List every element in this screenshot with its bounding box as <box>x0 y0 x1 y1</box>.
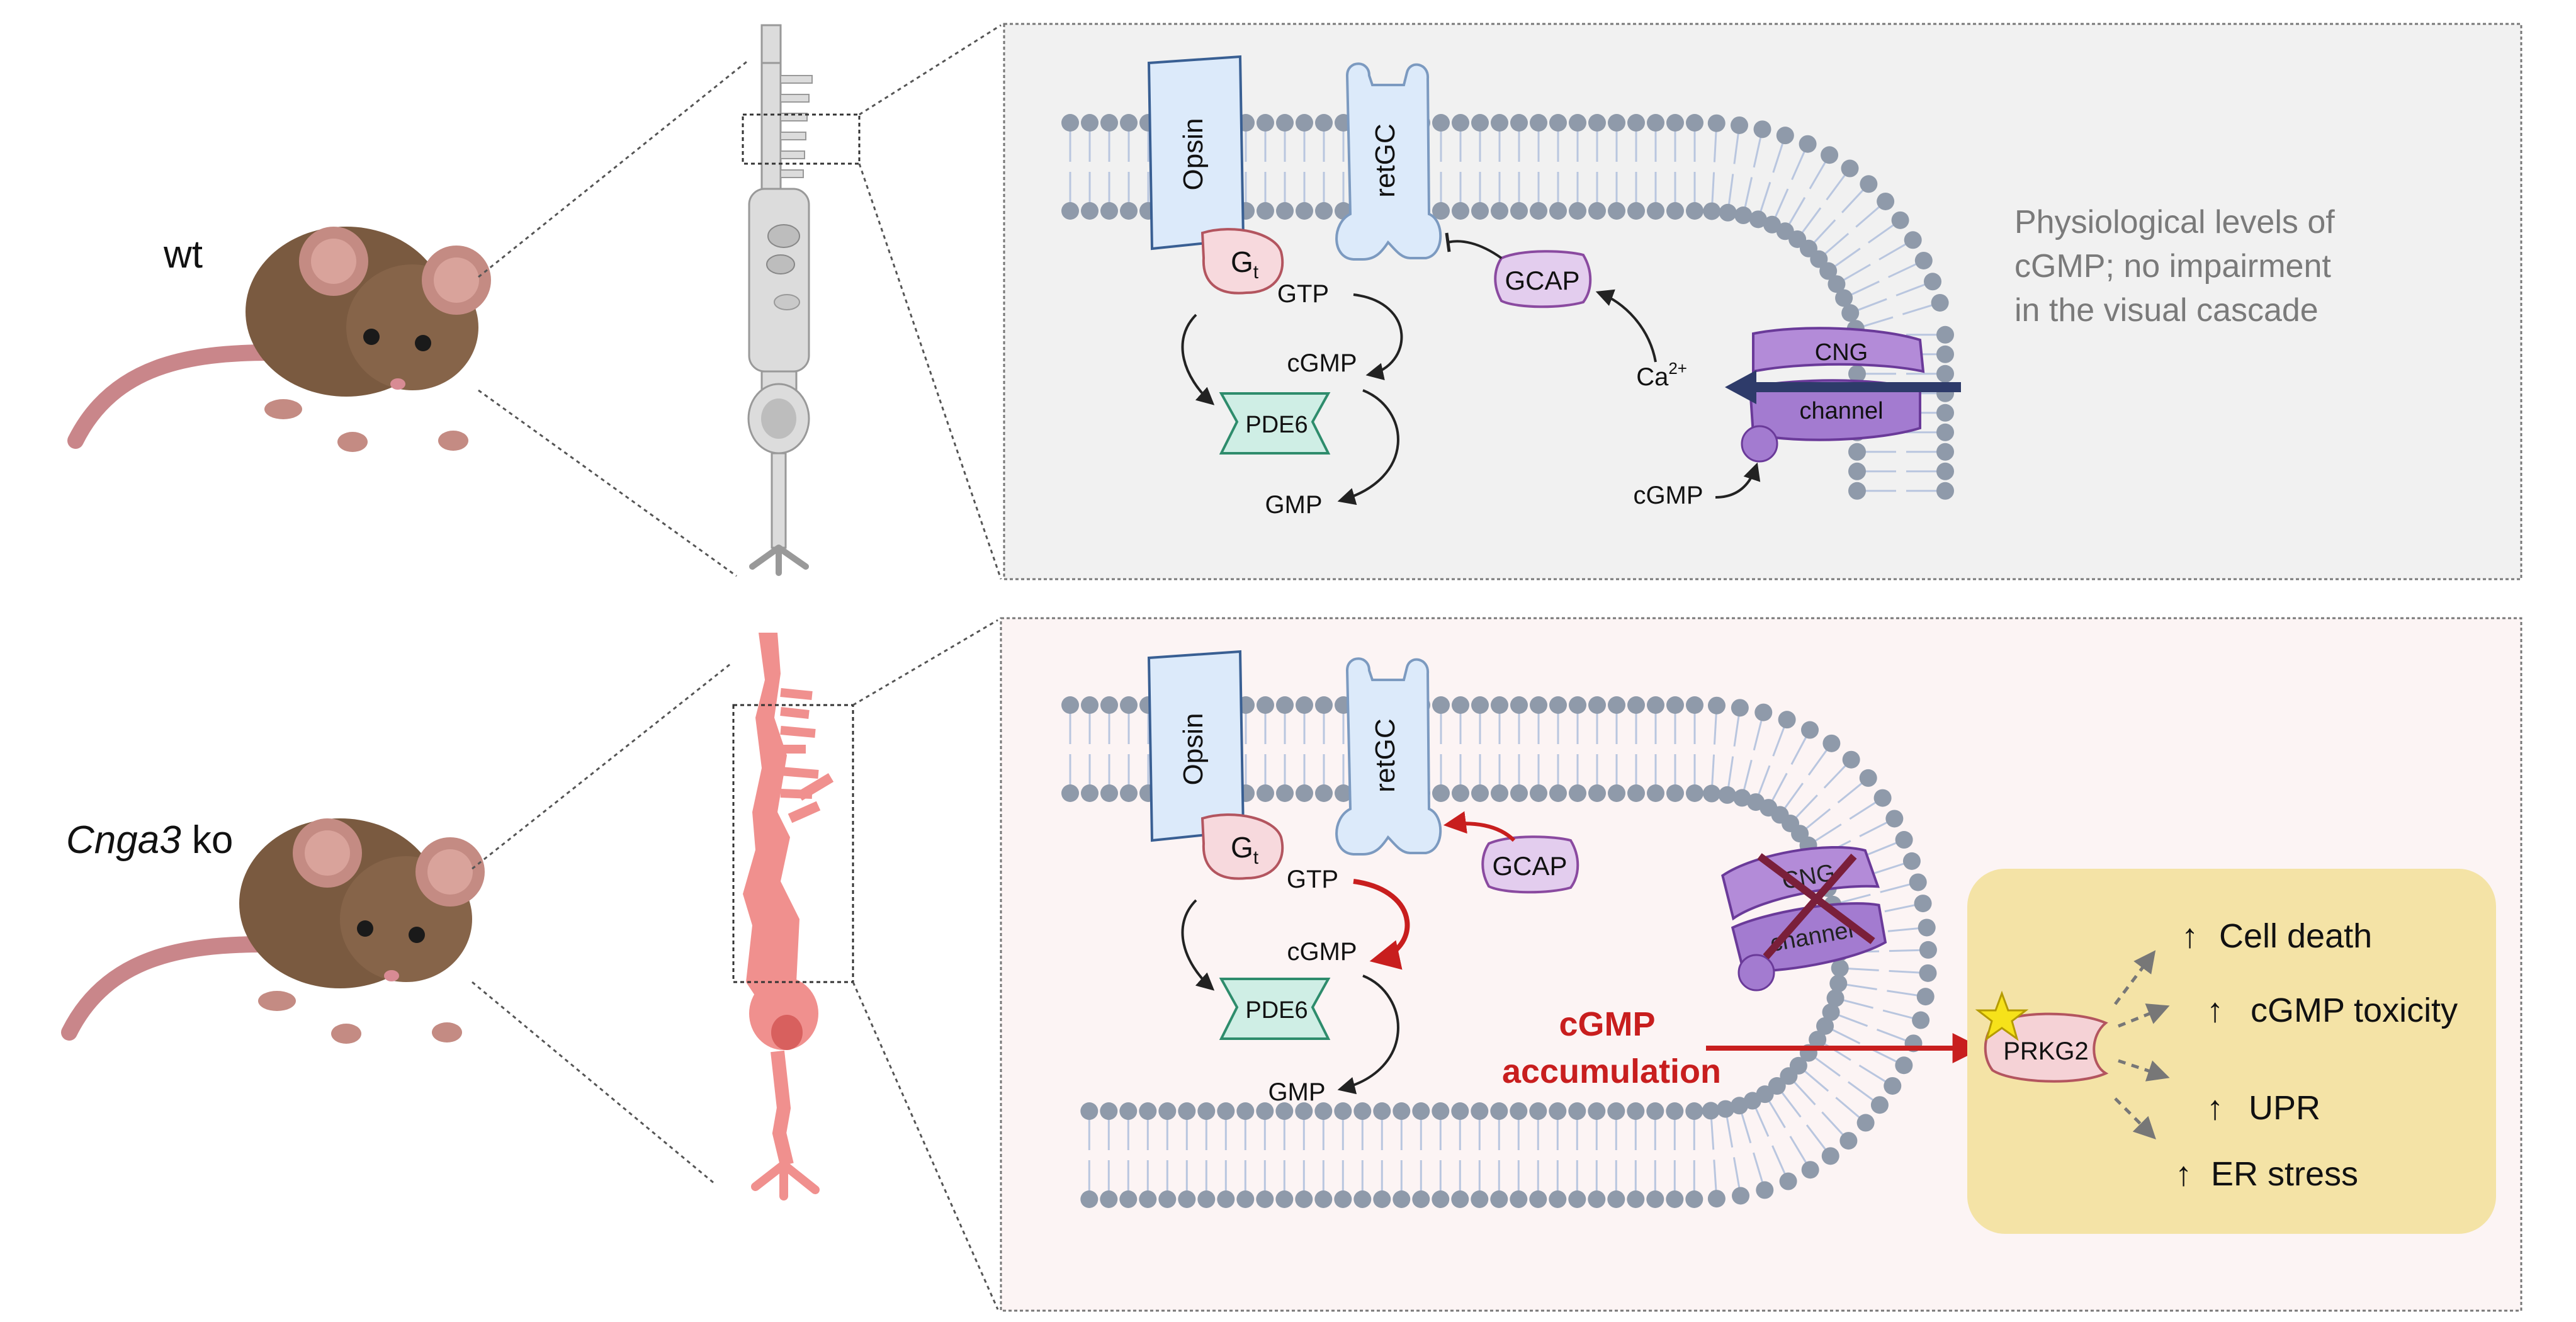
pde6-wt: PDE6 <box>1219 392 1331 455</box>
up-arrow-icon: ↑ <box>2181 917 2198 955</box>
mouse-illustration <box>67 227 491 452</box>
retgc-label: retGC <box>1370 718 1401 792</box>
pde6-ko: PDE6 <box>1219 978 1331 1040</box>
ko-row: Cnga3 ko <box>61 617 2522 1312</box>
genotype-label-ko: Cnga3 ko <box>66 818 233 862</box>
gt-label: G <box>1231 831 1253 864</box>
opsin-label: Opsin <box>1178 713 1209 786</box>
opsin-ko: Opsin <box>1147 650 1245 842</box>
gt-subscript: t <box>1253 262 1259 283</box>
activation-star-icon <box>1975 990 2029 1041</box>
cone-photoreceptor-ko <box>732 633 854 1201</box>
retgc-ko: retGC <box>1335 657 1442 856</box>
calcium-influx-arrow <box>1725 370 1961 404</box>
knockout-cross-icon <box>1763 854 1857 959</box>
gcap-label: GCAP <box>1505 266 1579 295</box>
retgc-label: retGC <box>1370 123 1401 197</box>
pde6-label: PDE6 <box>1245 997 1308 1024</box>
physiology-note: Physiological levels of cGMP; no impairm… <box>2014 204 2344 329</box>
cgmp-label: cGMP <box>1287 938 1357 966</box>
up-arrow-icon: ↑ <box>2206 991 2223 1029</box>
wt-row: wt <box>67 23 2522 580</box>
svg-text:Gt: Gt <box>1231 831 1259 868</box>
opsin-label: Opsin <box>1178 118 1209 191</box>
effect-er-stress: ER stress <box>2211 1155 2358 1193</box>
cgmp-label: cGMP <box>1287 349 1357 377</box>
effect-cgmp-toxicity: cGMP toxicity <box>2251 991 2458 1029</box>
mouse-illustration <box>61 818 485 1044</box>
cng-channel-wt: CNG channel <box>1741 327 1925 463</box>
gtp-label: GTP <box>1287 866 1338 893</box>
effect-upr: UPR <box>2249 1089 2320 1127</box>
up-arrow-icon: ↑ <box>2206 1089 2223 1127</box>
wt-signaling-panel <box>1003 23 2522 580</box>
gtp-label: GTP <box>1277 280 1329 308</box>
up-arrow-icon: ↑ <box>2175 1155 2192 1193</box>
calcium-label: Ca <box>1636 363 1669 391</box>
retgc-wt: retGC <box>1335 62 1442 261</box>
calcium-superscript: 2+ <box>1668 359 1687 378</box>
genotype-label-wt: wt <box>163 233 203 276</box>
cng-channel-ko: CNG channel <box>1721 846 1887 991</box>
gt-wt: Gt <box>1200 228 1284 295</box>
opsin-wt: Opsin <box>1147 55 1245 251</box>
gcap-ko: GCAP <box>1481 835 1579 894</box>
cgmp-accumulation-label: cGMP accumulation <box>1502 1005 1721 1090</box>
cng-label-top: CNG <box>1815 339 1868 366</box>
gcap-label: GCAP <box>1492 851 1567 881</box>
cone-photoreceptor-wt <box>742 24 861 576</box>
gmp-label: GMP <box>1268 1078 1325 1106</box>
svg-text:Gt: Gt <box>1231 246 1259 283</box>
gmp-label: GMP <box>1265 491 1322 519</box>
cgmp-channel-label: cGMP <box>1633 482 1703 509</box>
svg-text:Ca2+: Ca2+ <box>1636 359 1687 391</box>
prkg2-label: PRKG2 <box>2003 1037 2089 1065</box>
gcap-wt: GCAP <box>1494 250 1592 308</box>
gt-ko: Gt <box>1200 813 1284 880</box>
prkg2-kinase: PRKG2 <box>1975 990 2109 1083</box>
pde6-label: PDE6 <box>1245 412 1308 438</box>
cng-label-bottom: channel <box>1799 398 1883 424</box>
effect-cell-death: Cell death <box>2219 917 2372 955</box>
gt-subscript: t <box>1253 847 1259 868</box>
effect-list: ↑ Cell death ↑ cGMP toxicity ↑ UPR ↑ ER … <box>2175 917 2458 1193</box>
stress-response-box <box>1967 869 2496 1234</box>
gt-label: G <box>1231 246 1253 278</box>
